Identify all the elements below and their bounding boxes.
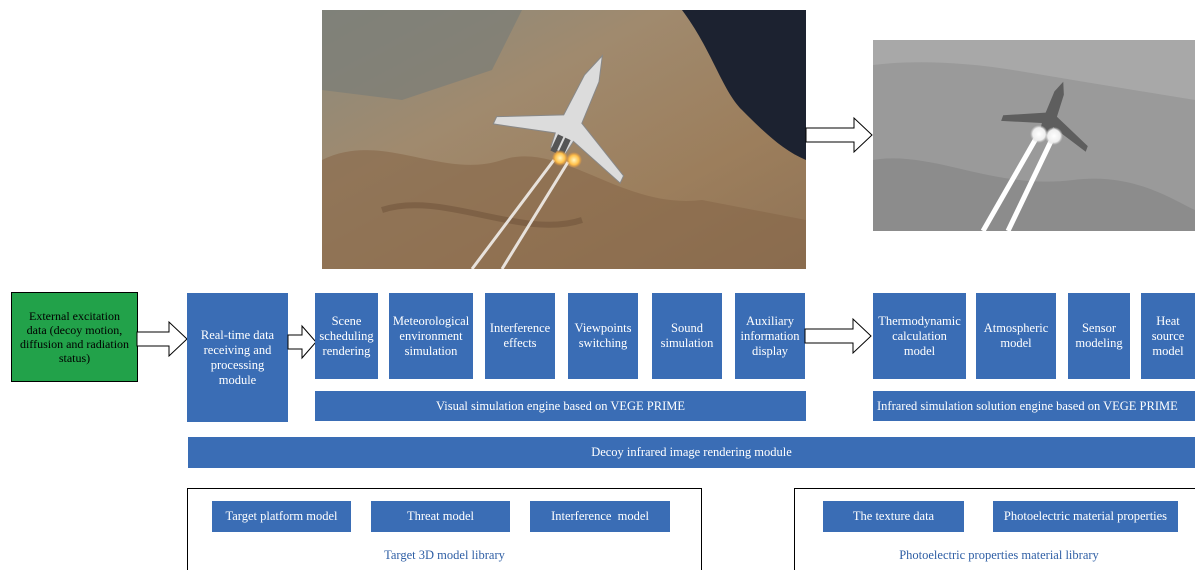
excitation-line: status) [58,351,91,365]
module-line: calculation [892,328,947,343]
target-model-library [187,488,702,570]
interference-effects-module: Interference effects [485,293,555,379]
module-line: environment [399,328,463,343]
receiving-processing-module: Real-time data receiving and processing … [187,293,288,422]
module-line: model [1000,336,1032,350]
target-library-title: Target 3D model library [384,548,505,562]
module-line: source [1151,328,1185,343]
module-line: display [751,343,789,358]
module-line: model [1152,343,1184,358]
module-line: Sound [671,321,703,335]
module-line: rendering [322,343,371,358]
receiving-line: receiving and [203,342,272,357]
heat-source-module: Heat source model [1141,293,1195,379]
receiving-line: Real-time data [200,327,275,342]
arrow-receiving-to-visual [287,324,317,360]
arrow-excitation-to-receiving [136,320,188,358]
module-line: Viewpoints [574,321,632,335]
module-line: model [903,343,936,358]
infrared-scene-drawing [873,40,1195,231]
module-line: Thermodynamic [878,313,961,328]
module-line: information [740,328,800,343]
thermodynamic-module: Thermodynamic calculation model [873,293,966,379]
material-library-title: Photoelectric properties material librar… [899,548,1099,562]
texture-data: The texture data [823,501,964,532]
module-line: Meteorological [392,313,470,328]
decoy-rendering-module: Decoy infrared image rendering module [188,437,1195,468]
arrow-visual-to-infrared [804,317,872,355]
module-line: Scene [331,313,362,328]
module-line: Heat [1156,313,1180,328]
module-line: Sensor [1081,321,1117,335]
target-platform-model: Target platform model [212,501,351,532]
infrared-simulation-engine: Infrared simulation solution engine base… [873,391,1195,421]
sound-simulation-module: Sound simulation [652,293,722,379]
external-excitation-box: External excitation data (decoy motion, … [11,292,138,382]
module-line: simulation [660,336,714,350]
module-line: Auxiliary [746,313,794,328]
module-line: modeling [1075,336,1123,350]
module-line: scheduling [319,328,374,343]
module-line: switching [578,336,628,350]
visible-scene-drawing [322,10,806,269]
auxiliary-display-module: Auxiliary information display [735,293,805,379]
material-library [794,488,1195,570]
receiving-line: module [218,372,257,387]
photoelectric-material-properties: Photoelectric material properties [993,501,1178,532]
arrow-visible-to-infrared [805,116,873,154]
viewpoints-switching-module: Viewpoints switching [568,293,638,379]
infrared-scene-image [873,40,1195,231]
interference-model: Interference model [530,501,670,532]
visible-scene-image [322,10,806,269]
sensor-modeling-module: Sensor modeling [1068,293,1130,379]
excitation-line: data (decoy motion, [26,323,123,337]
scene-scheduling-module: Scene scheduling rendering [315,293,378,379]
excitation-line: External excitation [29,309,120,323]
receiving-line: processing [210,357,265,372]
module-line: Interference [489,321,551,335]
module-line: simulation [404,343,458,358]
atmospheric-module: Atmospheric model [976,293,1056,379]
excitation-line: diffusion and radiation [19,337,130,351]
module-line: Atmospheric [983,321,1049,335]
threat-model: Threat model [371,501,510,532]
module-line: effects [503,336,537,350]
meteorological-module: Meteorological environment simulation [389,293,473,379]
visual-simulation-engine: Visual simulation engine based on VEGE P… [315,391,806,421]
